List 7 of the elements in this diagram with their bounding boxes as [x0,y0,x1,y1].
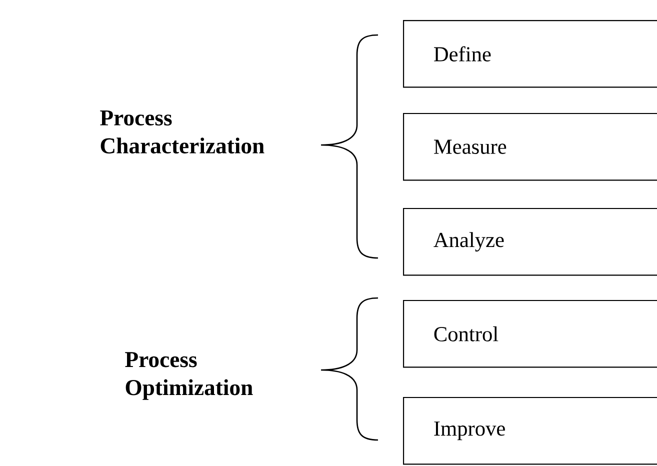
step-box: Analyze [403,208,657,276]
step-box: Define [403,20,657,88]
group-label: Process Characterization [100,110,264,154]
step-box: Control [403,300,657,368]
group-label: Process Optimization [125,352,253,400]
step-box: Improve [403,397,657,465]
step-box: Measure [403,113,657,181]
